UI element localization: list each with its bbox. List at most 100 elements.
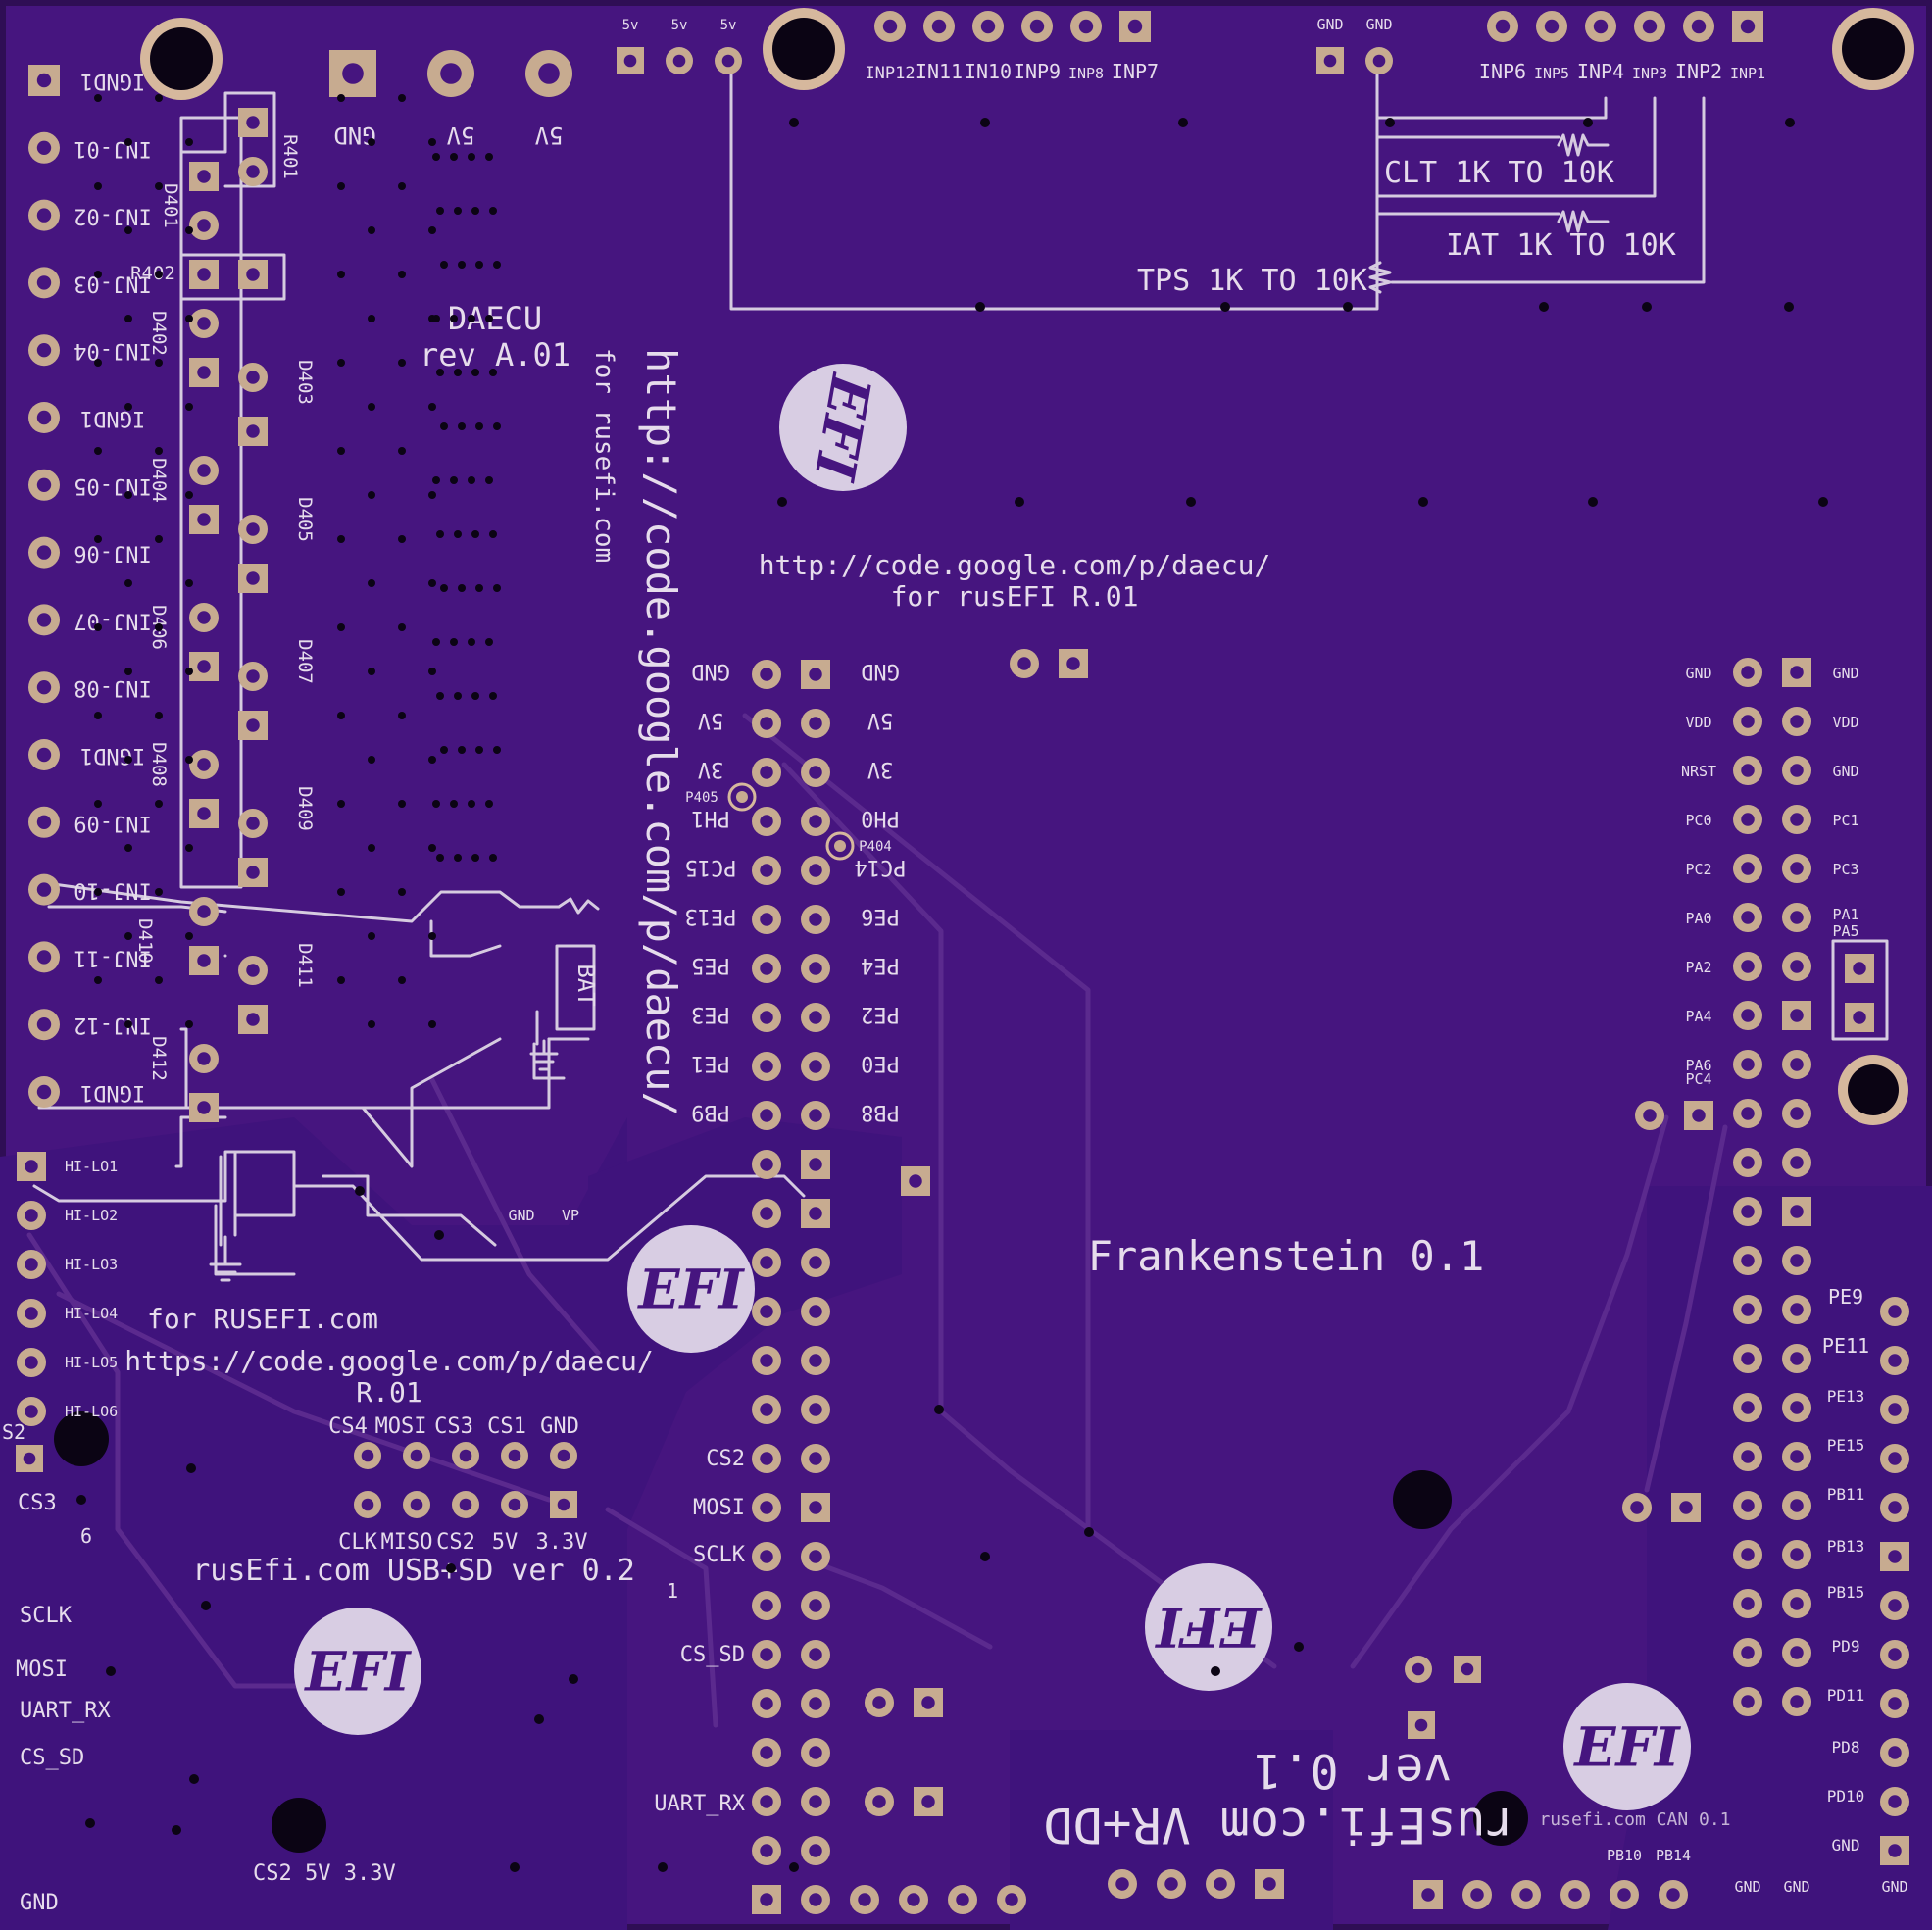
power-5v-label: 5V bbox=[535, 122, 564, 149]
inp-label: INP8 bbox=[1068, 65, 1104, 82]
center-pin-label: 5V bbox=[867, 708, 894, 732]
center-pin-label: 3V bbox=[698, 757, 724, 781]
via bbox=[428, 403, 436, 411]
pcb-pad bbox=[1782, 805, 1811, 834]
pcb-pad bbox=[914, 1688, 943, 1717]
pcb-pad bbox=[801, 1787, 830, 1816]
pcb-pad bbox=[801, 1738, 830, 1767]
usbsd-pin-label: GND bbox=[540, 1414, 579, 1439]
pcb-pad bbox=[1733, 1344, 1762, 1373]
pcb-pad bbox=[752, 1689, 781, 1718]
center-pin-label: 3V bbox=[867, 757, 894, 781]
via bbox=[432, 638, 440, 646]
via bbox=[428, 668, 436, 675]
via bbox=[368, 844, 375, 852]
pcb-pad bbox=[1782, 1246, 1811, 1275]
pcb-pad bbox=[1782, 1540, 1811, 1569]
vrdd-block: rusEfi.com VR+DD ver 0.1 bbox=[1043, 1743, 1515, 1854]
via bbox=[1015, 497, 1024, 507]
via bbox=[94, 271, 102, 278]
pcb-pad bbox=[501, 1442, 528, 1469]
via bbox=[155, 182, 163, 190]
power-5v-label: 5V bbox=[447, 122, 475, 149]
pcb-pad bbox=[17, 1348, 46, 1377]
right-pin-label: VDD bbox=[1685, 714, 1711, 731]
via bbox=[475, 422, 483, 430]
pcb-pad bbox=[914, 1787, 943, 1816]
right-pin-label: PE9 bbox=[1828, 1285, 1863, 1309]
via bbox=[658, 1862, 668, 1872]
injector-label: INJ-12 bbox=[74, 1013, 151, 1037]
pcb-pad bbox=[28, 469, 60, 501]
pcb-pad bbox=[28, 536, 60, 569]
injector-label: INJ-08 bbox=[74, 675, 151, 700]
via bbox=[458, 422, 466, 430]
hilo-label: HI-LO1 bbox=[65, 1158, 118, 1175]
pcb-pad bbox=[801, 1640, 830, 1669]
via bbox=[94, 535, 102, 543]
via bbox=[475, 261, 483, 269]
right-pin-label: PD10 bbox=[1827, 1787, 1865, 1806]
mounting-hole bbox=[140, 18, 223, 100]
inp-label: INP2 bbox=[1675, 60, 1722, 83]
via bbox=[446, 1563, 456, 1573]
copper-traces bbox=[26, 713, 1728, 1728]
via bbox=[124, 226, 132, 234]
mounting-hole bbox=[1838, 1055, 1908, 1125]
via bbox=[454, 369, 462, 376]
via bbox=[432, 800, 440, 808]
via bbox=[440, 584, 448, 592]
pcb-pad bbox=[874, 11, 906, 42]
usb-sd-block: for RUSEFI.com https://code.google.com/p… bbox=[80, 1303, 678, 1603]
via bbox=[489, 854, 497, 862]
via bbox=[980, 118, 990, 127]
via bbox=[368, 1020, 375, 1028]
via bbox=[450, 638, 458, 646]
right-pin-label: PA2 bbox=[1685, 959, 1711, 976]
daecu-note: http://code.google.com/p/daecu/ for rusE… bbox=[759, 549, 1271, 613]
via bbox=[458, 261, 466, 269]
inp-label: IN11 bbox=[916, 60, 963, 83]
center-pin-label: UART_RX bbox=[654, 1792, 745, 1816]
right-pin-label: PA1 bbox=[1832, 906, 1858, 923]
pcb-pad bbox=[1610, 1880, 1639, 1909]
pcb-pad bbox=[452, 1491, 479, 1518]
v5-label: 5v bbox=[671, 18, 688, 33]
pcb-pad bbox=[1733, 952, 1762, 981]
right-header-labels: GNDVDDNRSTPC0PC2PA0PA2PA4PA6PC4GNDVDDGND… bbox=[1681, 665, 1908, 1896]
center-pin-label: PE3 bbox=[691, 1002, 730, 1026]
via bbox=[94, 447, 102, 455]
pcb-pad bbox=[1733, 1540, 1762, 1569]
via bbox=[1818, 497, 1828, 507]
injector-label: INJ-11 bbox=[74, 945, 151, 969]
hilo-label: HI-LO5 bbox=[65, 1354, 118, 1371]
via bbox=[368, 932, 375, 940]
pcb-pad bbox=[801, 1444, 830, 1473]
pcb-pad bbox=[1733, 1295, 1762, 1324]
via bbox=[434, 1230, 444, 1240]
diode-designator: D405 bbox=[294, 497, 316, 542]
pcb-pad bbox=[801, 709, 830, 738]
pcb-pad bbox=[752, 660, 781, 689]
usbsd-pin-label: 5V bbox=[492, 1530, 519, 1555]
pcb-pad bbox=[801, 1689, 830, 1718]
pcb-pad bbox=[28, 131, 60, 164]
via bbox=[185, 403, 193, 411]
via bbox=[398, 359, 406, 367]
daecu-block: DAECU rev A.01 for rusefi.com http://cod… bbox=[420, 300, 685, 1116]
via bbox=[485, 153, 493, 161]
via bbox=[468, 476, 475, 484]
right-pin-label: GND bbox=[1832, 763, 1858, 780]
pcb-pad bbox=[525, 50, 572, 97]
injector-label: INJ-05 bbox=[74, 473, 151, 498]
pcb-pad bbox=[1733, 1442, 1762, 1471]
via bbox=[471, 854, 479, 862]
via bbox=[454, 692, 462, 700]
pcb-pad bbox=[899, 1885, 928, 1914]
usbsd-num6: 6 bbox=[80, 1524, 92, 1548]
via bbox=[1785, 118, 1795, 127]
via bbox=[454, 854, 462, 862]
pcb-pad bbox=[752, 1297, 781, 1326]
pcb-pad bbox=[752, 954, 781, 983]
